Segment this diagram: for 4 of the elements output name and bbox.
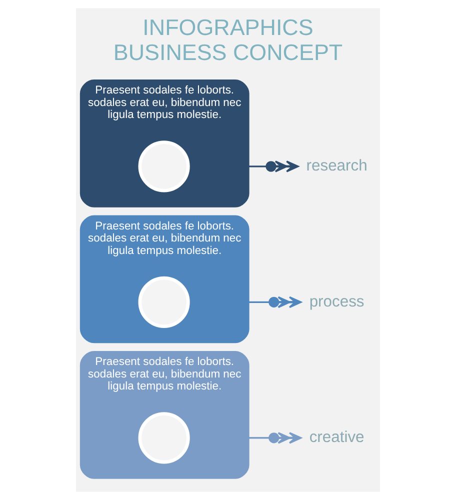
- diagram-title: INFOGRAPHICS BUSINESS CONCEPT: [112, 15, 342, 65]
- node-text: process: [308, 293, 364, 310]
- node-text: creative: [308, 429, 364, 446]
- node-text: research: [306, 158, 367, 175]
